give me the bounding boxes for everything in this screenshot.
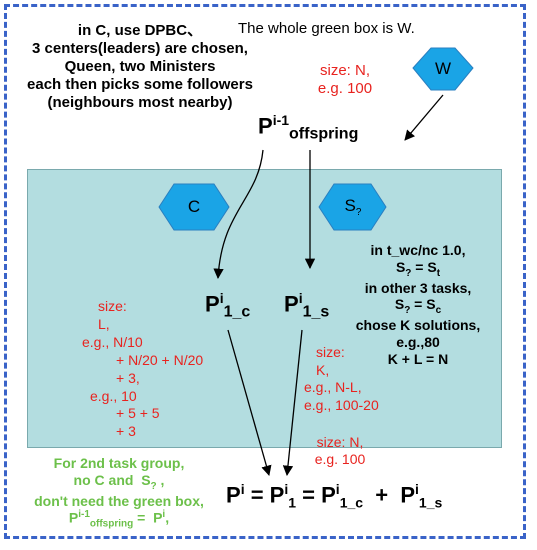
p-1c-sup: i (219, 290, 224, 306)
p-1c-sub: 1_c (223, 303, 251, 321)
arrow-offspring-to-p1c (213, 149, 264, 280)
hexagon-c-label: C (187, 197, 201, 216)
eq-equals-2: = (296, 482, 322, 508)
hexagon-w-label: W (434, 59, 452, 78)
task-note-c-sub: c (435, 305, 442, 317)
eq-plus: + (363, 482, 401, 508)
caption-line-1: in C, use DPBC、 (77, 22, 203, 39)
p-offspring-base: P (258, 113, 273, 139)
green-note-p-sup: i-1 (78, 509, 90, 521)
size-l-line-8: + 3 (116, 423, 136, 440)
eq-pc-sub: 1_c (339, 494, 364, 511)
hexagon-w (412, 47, 474, 91)
task-note-line-6: e.g.,80 (396, 333, 440, 350)
size-top-label: size: N, e.g. 100 (310, 62, 380, 98)
green-box-w (27, 169, 502, 448)
eq-ps-sub: 1_s (418, 494, 443, 511)
green-note-line-4: Pi-1offspring = Pi, (14, 509, 224, 530)
p-1s: Pi1_s (284, 290, 329, 322)
size-bottom-line-1: size: N, (316, 434, 364, 450)
size-k-line-3: e.g., N-L, (304, 379, 362, 395)
task-note-line-7: K + L = N (387, 350, 449, 367)
task-note-eq-st: = S (411, 258, 437, 275)
size-l-line-7: + 5 + 5 (116, 405, 160, 422)
task-note-line-3: in other 3 tasks, (364, 279, 472, 296)
size-k-line-2: K, (316, 361, 330, 378)
caption-line-5: (neighbours most nearby) (47, 94, 233, 111)
size-l-line-2: L, (98, 315, 110, 332)
size-l-line-6: e.g., 10 (90, 387, 137, 404)
green-note-line-2: no C and S? , (14, 472, 224, 493)
green-note-p-sub: offspring (89, 518, 134, 530)
task-note-line-2: S? = St (338, 259, 498, 280)
caption-line-2: 3 centers(leaders) are chosen, (32, 40, 248, 57)
task-note-line-1: in t_wc/nc 1.0, (370, 242, 466, 258)
eq-pc: P (321, 482, 336, 508)
size-l-note: size: L, e.g., N/10 + N/20 + N/20 + 3, e… (72, 298, 222, 441)
hexagon-s-sub: ? (355, 207, 362, 219)
size-l-line-3: e.g., N/10 (82, 333, 143, 350)
eq-p: P (226, 482, 241, 508)
caption-line-4: each then picks some followers (27, 76, 253, 93)
green-note-p: P (68, 510, 79, 527)
eq-p-sup: i (240, 481, 245, 497)
green-note-eq-p: = P (133, 510, 163, 527)
size-k-line-4: e.g., 100-20 (304, 396, 379, 413)
p-1s-sub: 1_s (302, 303, 330, 321)
size-l-line-5: + 3, (116, 369, 140, 386)
p-offspring-sub: offspring (289, 125, 359, 143)
size-top-line-2: e.g. 100 (317, 80, 373, 97)
eq-p1: P (269, 482, 285, 508)
green-note-comma: , (156, 471, 165, 488)
p-1c-base: P (205, 291, 220, 317)
eq-ps-sup: i (415, 481, 419, 497)
task-note-t-sub: t (436, 267, 441, 279)
caption-line-3: Queen, two Ministers (64, 58, 216, 75)
size-bottom-line-2: e.g. 100 (314, 450, 366, 467)
arrow-p1c-to-equation (227, 329, 272, 477)
task-note: in t_wc/nc 1.0, S? = St in other 3 tasks… (338, 242, 498, 368)
eq-ps: P (400, 482, 416, 508)
eq-equals-1: = (244, 482, 270, 508)
green-note-s-sub: ? (150, 480, 157, 492)
dpbc-caption: in C, use DPBC、 3 centers(leaders) are c… (10, 22, 270, 112)
green-note-no-c: no C and S (73, 471, 151, 488)
task-note-s2-sub: ? (404, 305, 411, 317)
p-1c: Pi1_c (205, 290, 250, 322)
p-1s-base: P (284, 291, 299, 317)
size-l-line-1: size: (98, 298, 127, 314)
hexagon-s-label: S? (345, 196, 362, 218)
hexagon-c (158, 183, 230, 231)
p-1s-sup: i (298, 290, 303, 306)
task-note-eq-sc: = S (410, 296, 436, 313)
eq-p1-sub: 1 (288, 494, 297, 511)
task-note-s2: S (394, 296, 405, 313)
task-note-s-sub: ? (405, 267, 412, 279)
eq-p1-sup: i (284, 481, 289, 497)
outer-frame (4, 4, 526, 539)
p-offspring: Pi-1offspring (258, 112, 358, 144)
eq-pc-sup: i (335, 481, 340, 497)
task-note-line-4: S? = Sc (338, 296, 498, 317)
green-note-line-3: don't need the green box, (34, 492, 204, 509)
whole-box-note: The whole green box is W. (238, 20, 415, 37)
task-note-line-5: chose K solutions, (355, 317, 481, 334)
arrow-p1s-to-equation (282, 329, 303, 477)
size-k-note: size: K, e.g., N-L, e.g., 100-20 (300, 344, 379, 414)
size-l-line-4: + N/20 + N/20 (116, 351, 204, 368)
green-note-end-comma: , (165, 510, 170, 527)
size-k-line-1: size: (316, 344, 345, 360)
hexagon-s (318, 183, 387, 231)
p-offspring-sup: i-1 (272, 112, 290, 128)
task-note-s: S (395, 258, 406, 275)
hexagon-s-base: S (344, 195, 356, 215)
arrow-w-to-offspring (404, 94, 444, 141)
green-note-line-1: For 2nd task group, (53, 455, 185, 471)
green-note-pi-sup: i (162, 509, 166, 521)
second-task-group-note: For 2nd task group, no C and S? , don't … (14, 455, 224, 531)
size-top-line-1: size: N, (319, 62, 370, 79)
population-equation: Pi = Pi1 = Pi1_c + Pi1_s (226, 481, 442, 512)
size-bottom-label: size: N, e.g. 100 (300, 434, 380, 468)
